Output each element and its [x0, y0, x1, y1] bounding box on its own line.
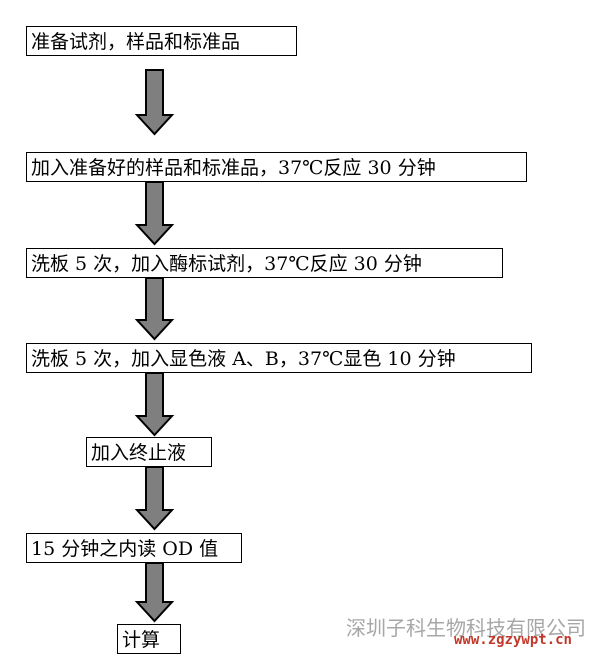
- step-wash-add-enzyme: 洗板 5 次，加入酶标试剂，37℃反应 30 分钟: [26, 248, 503, 278]
- step-calculate: 计算: [117, 624, 181, 654]
- down-arrow-5: [134, 466, 175, 531]
- down-arrow-4: [134, 372, 175, 437]
- step-read-od: 15 分钟之内读 OD 值: [26, 533, 242, 563]
- step-prepare-reagents: 准备试剂，样品和标准品: [26, 26, 297, 56]
- down-arrow-3: [134, 277, 175, 341]
- down-arrow-1: [134, 69, 175, 136]
- step-wash-add-chromogen: 洗板 5 次，加入显色液 A、B，37℃显色 10 分钟: [26, 343, 532, 373]
- down-arrow-2: [134, 181, 175, 246]
- step-add-samples: 加入准备好的样品和标准品，37℃反应 30 分钟: [26, 152, 527, 182]
- watermark-company: 深圳子科生物科技有限公司: [346, 616, 586, 640]
- step-add-stop-solution: 加入终止液: [86, 437, 212, 467]
- down-arrow-6: [134, 562, 175, 623]
- watermark-url: www.zgzywpt.cn: [453, 632, 572, 648]
